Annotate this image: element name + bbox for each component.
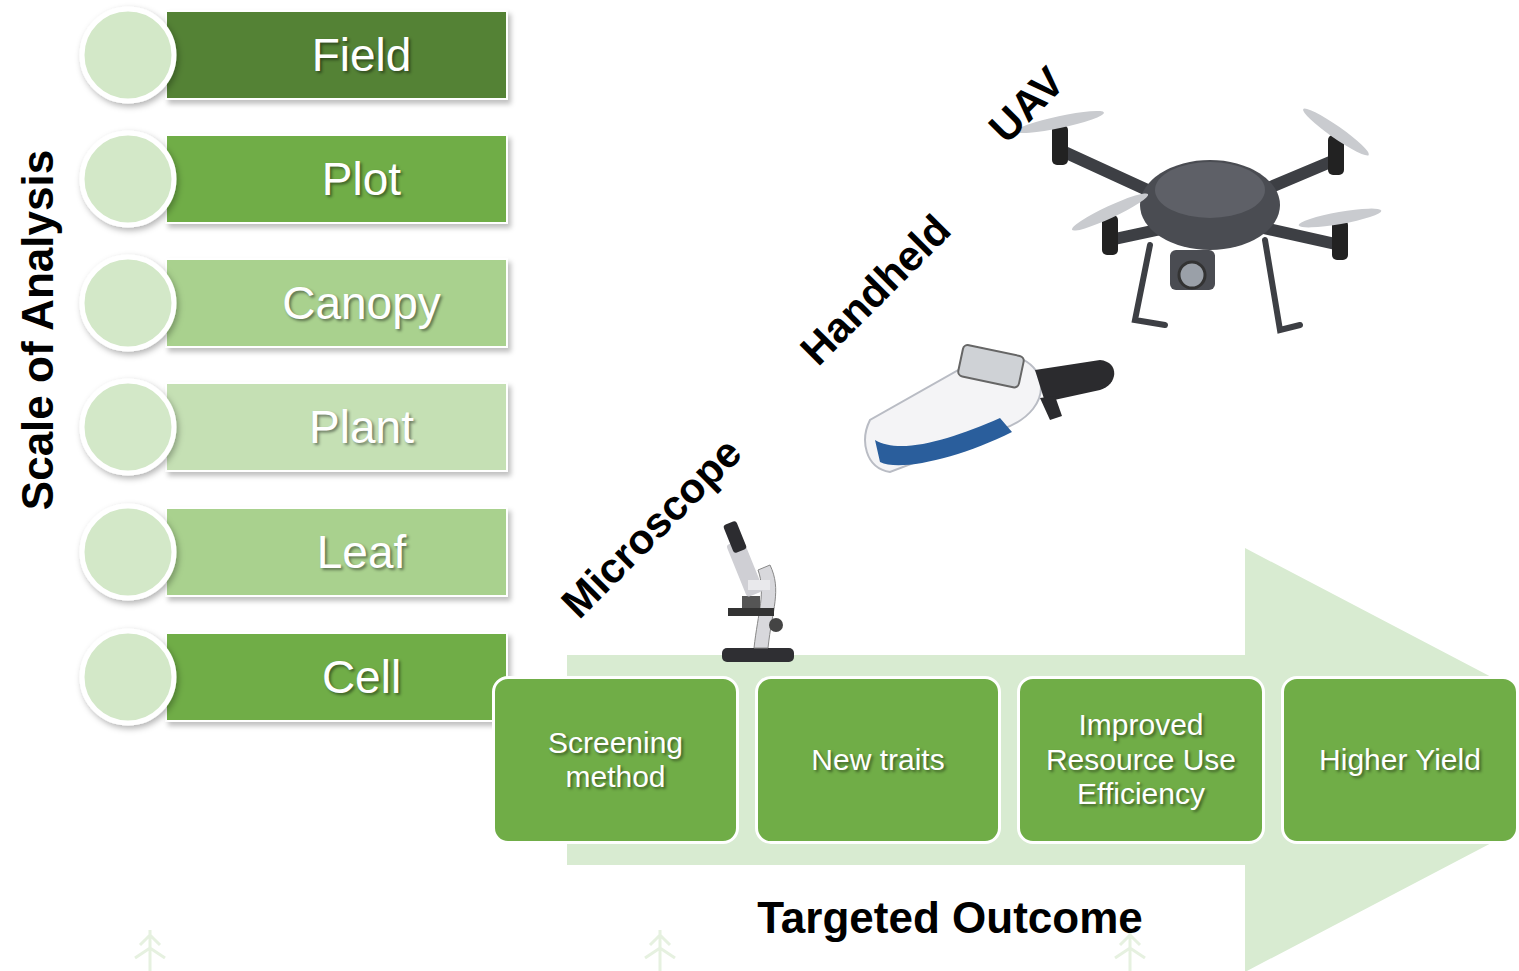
scale-label: Canopy [282, 277, 441, 330]
outcome-box: Screening method [492, 676, 739, 844]
scale-bar: Field [165, 10, 508, 100]
scale-label: Plot [322, 153, 401, 206]
scale-label: Plant [309, 401, 414, 454]
scale-bar: Plot [165, 134, 508, 224]
handheld-sensor-illustration [865, 344, 1114, 472]
scale-circle [82, 631, 174, 723]
instrument-label: Handheld [791, 205, 960, 374]
outcome-box: Improved Resource Use Efficiency [1017, 676, 1265, 844]
scale-circle [82, 506, 174, 598]
outcome-title: Targeted Outcome [757, 893, 1142, 943]
outcome-label: Screening method [507, 726, 724, 795]
scale-circle [82, 257, 174, 349]
scale-circle [82, 133, 174, 225]
instrument-label: Microscope [553, 429, 752, 628]
outcome-label: New traits [811, 743, 944, 778]
axis-title: Scale of Analysis [13, 150, 63, 510]
outcome-box: Higher Yield [1281, 676, 1519, 844]
drone-illustration [1015, 104, 1383, 330]
outcome-box: New traits [755, 676, 1001, 844]
scale-bar: Cell [165, 632, 508, 722]
outcome-label: Higher Yield [1319, 743, 1481, 778]
scale-bar: Canopy [165, 258, 508, 348]
scale-bar: Leaf [165, 507, 508, 597]
microscope-illustration [722, 520, 794, 662]
scale-circle [82, 381, 174, 473]
scale-label: Field [312, 29, 412, 82]
scale-bar: Plant [165, 382, 508, 472]
scale-circle [82, 9, 174, 101]
scale-label: Leaf [317, 526, 407, 579]
outcome-label: Improved Resource Use Efficiency [1032, 708, 1250, 812]
scale-label: Cell [322, 651, 401, 704]
